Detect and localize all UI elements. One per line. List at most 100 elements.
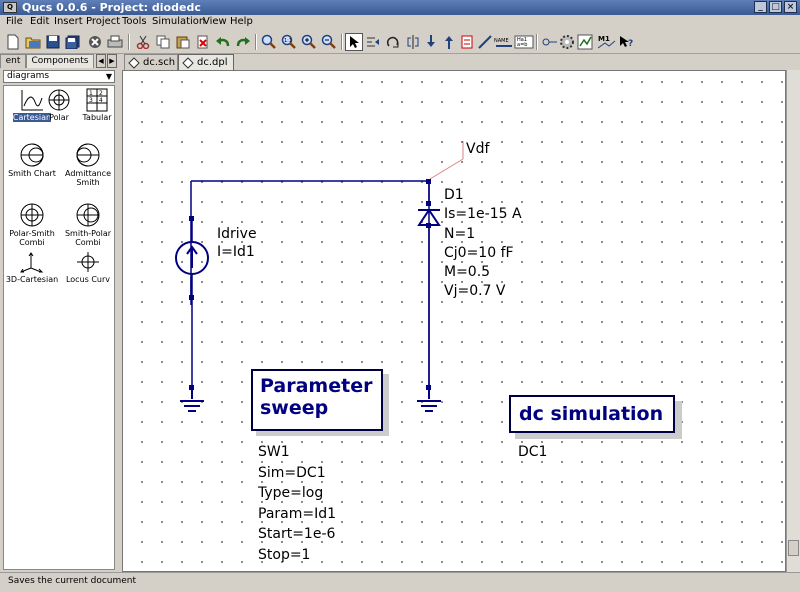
whats-this-help-icon[interactable]: ?: [617, 33, 635, 51]
dc-simulation-block[interactable]: dc simulation: [509, 395, 675, 433]
copy-icon[interactable]: [154, 33, 172, 51]
svg-text:4: 4: [99, 97, 103, 104]
svg-text:?: ?: [628, 39, 633, 49]
rotate-icon[interactable]: [384, 33, 402, 51]
menu-tools[interactable]: Tools: [122, 16, 147, 27]
qucs-app-icon[interactable]: Q: [3, 2, 17, 13]
chevron-down-icon[interactable]: ▼: [105, 72, 112, 81]
schematic-canvas[interactable]: Vdf Idrive I=Id1 D1 Is=1e-15 A N=1 Cj0=1…: [122, 70, 786, 572]
status-bar: Saves the current document: [0, 572, 800, 592]
admittance-smith-icon: [76, 143, 100, 167]
redo-icon[interactable]: [234, 33, 252, 51]
tab-dc-sch[interactable]: dc.sch: [124, 54, 178, 70]
diagram-3d-cartesian[interactable]: 3D-Cartesian: [4, 250, 60, 284]
zoom-1-1-icon[interactable]: 1:1: [280, 33, 298, 51]
minimize-icon[interactable]: _: [754, 1, 767, 13]
print-icon[interactable]: [106, 33, 124, 51]
diagram-polar[interactable]: Polar: [39, 88, 79, 122]
diode-properties[interactable]: D1 Is=1e-15 A N=1 Cj0=10 fF M=0.5 Vj=0.7…: [444, 187, 522, 300]
parameter-sweep-properties[interactable]: SW1 Sim=DC1 Type=log Param=Id1 Start=1e-…: [258, 444, 337, 563]
dc-simulation-name[interactable]: DC1: [518, 444, 548, 460]
wire-label-vdf[interactable]: Vdf: [466, 141, 490, 157]
diagram-polar-smith[interactable]: Polar-Smith Combi: [4, 202, 60, 247]
new-document-icon[interactable]: [4, 33, 22, 51]
deactivate-icon[interactable]: [458, 33, 476, 51]
idrive-properties[interactable]: Idrive I=Id1: [217, 226, 257, 260]
menu-edit[interactable]: Edit: [30, 16, 50, 27]
save-all-icon[interactable]: [64, 33, 82, 51]
tab-content[interactable]: ent: [0, 54, 26, 68]
menu-file[interactable]: File: [6, 16, 23, 27]
view-all-icon[interactable]: [260, 33, 278, 51]
3d-cartesian-icon: [20, 252, 44, 273]
simulate-gear-icon[interactable]: [558, 33, 576, 51]
zoom-in-icon[interactable]: [300, 33, 318, 51]
svg-text:NAME: NAME: [494, 38, 509, 44]
parameter-sweep-block[interactable]: Parameter sweep: [251, 369, 383, 431]
title-bar: Q Qucs 0.0.6 - Project: diodedc _ □ ×: [0, 0, 800, 15]
mirror-y-icon[interactable]: [422, 33, 440, 51]
cut-icon[interactable]: [134, 33, 152, 51]
set-marker-icon[interactable]: M1: [596, 33, 616, 51]
smith-chart-icon: [20, 143, 44, 167]
diagram-smith-chart[interactable]: Smith Chart: [4, 142, 60, 178]
menu-project[interactable]: Project: [86, 16, 121, 27]
document-tabs: dc.sch dc.dpl: [122, 54, 800, 70]
tab-components[interactable]: Components: [26, 54, 94, 68]
locus-curve-icon: [77, 252, 99, 272]
diagram-locus-curve[interactable]: Locus Curv: [60, 250, 114, 284]
delete-icon[interactable]: [194, 33, 212, 51]
save-icon[interactable]: [44, 33, 62, 51]
svg-text:3: 3: [89, 97, 93, 104]
menu-simulation[interactable]: Simulation: [152, 16, 206, 27]
svg-text:2: 2: [99, 90, 103, 97]
diagram-smith-polar[interactable]: Smith-Polar Combi: [60, 202, 114, 247]
svg-text:Ha1: Ha1: [517, 37, 527, 43]
svg-text:a=b: a=b: [517, 42, 527, 48]
menu-bar: File Edit Insert Project Tools Simulatio…: [0, 15, 800, 30]
scrollbar-thumb[interactable]: [788, 540, 799, 556]
tab-dc-dpl[interactable]: dc.dpl: [178, 54, 234, 70]
diode-symbol[interactable]: [417, 179, 441, 387]
go-into-subcircuit-icon[interactable]: [440, 33, 458, 51]
parameter-sweep-title-2: sweep: [260, 397, 329, 419]
component-category-select[interactable]: diagrams ▼: [3, 70, 115, 83]
svg-text:1:1: 1:1: [284, 38, 292, 44]
vertical-scrollbar[interactable]: [786, 70, 800, 572]
wire-icon[interactable]: [476, 33, 494, 51]
current-source-symbol[interactable]: [175, 216, 209, 387]
diagram-admittance-smith[interactable]: Admittance Smith: [60, 142, 114, 187]
mirror-x-icon[interactable]: [404, 33, 422, 51]
edit-properties-icon[interactable]: [364, 33, 382, 51]
svg-text:1: 1: [89, 90, 93, 97]
wire-label-icon[interactable]: NAME: [494, 33, 514, 51]
cartesian-icon: [21, 90, 43, 111]
view-data-display-icon[interactable]: [576, 33, 594, 51]
paste-icon[interactable]: [174, 33, 192, 51]
insert-port-icon[interactable]: [540, 33, 558, 51]
menu-help[interactable]: Help: [230, 16, 253, 27]
zoom-out-icon[interactable]: [320, 33, 338, 51]
select-cursor-icon[interactable]: [345, 33, 363, 51]
category-value: diagrams: [7, 71, 50, 81]
close-document-icon[interactable]: [86, 33, 104, 51]
polar-smith-icon: [20, 203, 44, 227]
maximize-icon[interactable]: □: [769, 1, 782, 13]
window-title: Qucs 0.0.6 - Project: diodedc: [22, 1, 201, 14]
menu-view[interactable]: View: [203, 16, 227, 27]
undo-icon[interactable]: [214, 33, 232, 51]
component-panel: ent Components ◀ ▶ diagrams ▼ Cartesian …: [0, 54, 120, 572]
close-icon[interactable]: ×: [784, 1, 797, 13]
wire-label-pointer: [426, 141, 464, 184]
diagram-cartesian[interactable]: Cartesian: [4, 88, 60, 122]
schematic-wiring: [175, 141, 464, 412]
menu-insert[interactable]: Insert: [54, 16, 83, 27]
tab-scroll-right-icon[interactable]: ▶: [107, 54, 117, 68]
tab-scroll-left-icon[interactable]: ◀: [96, 54, 106, 68]
ground-right-symbol: [417, 385, 441, 412]
open-folder-icon[interactable]: [24, 33, 42, 51]
